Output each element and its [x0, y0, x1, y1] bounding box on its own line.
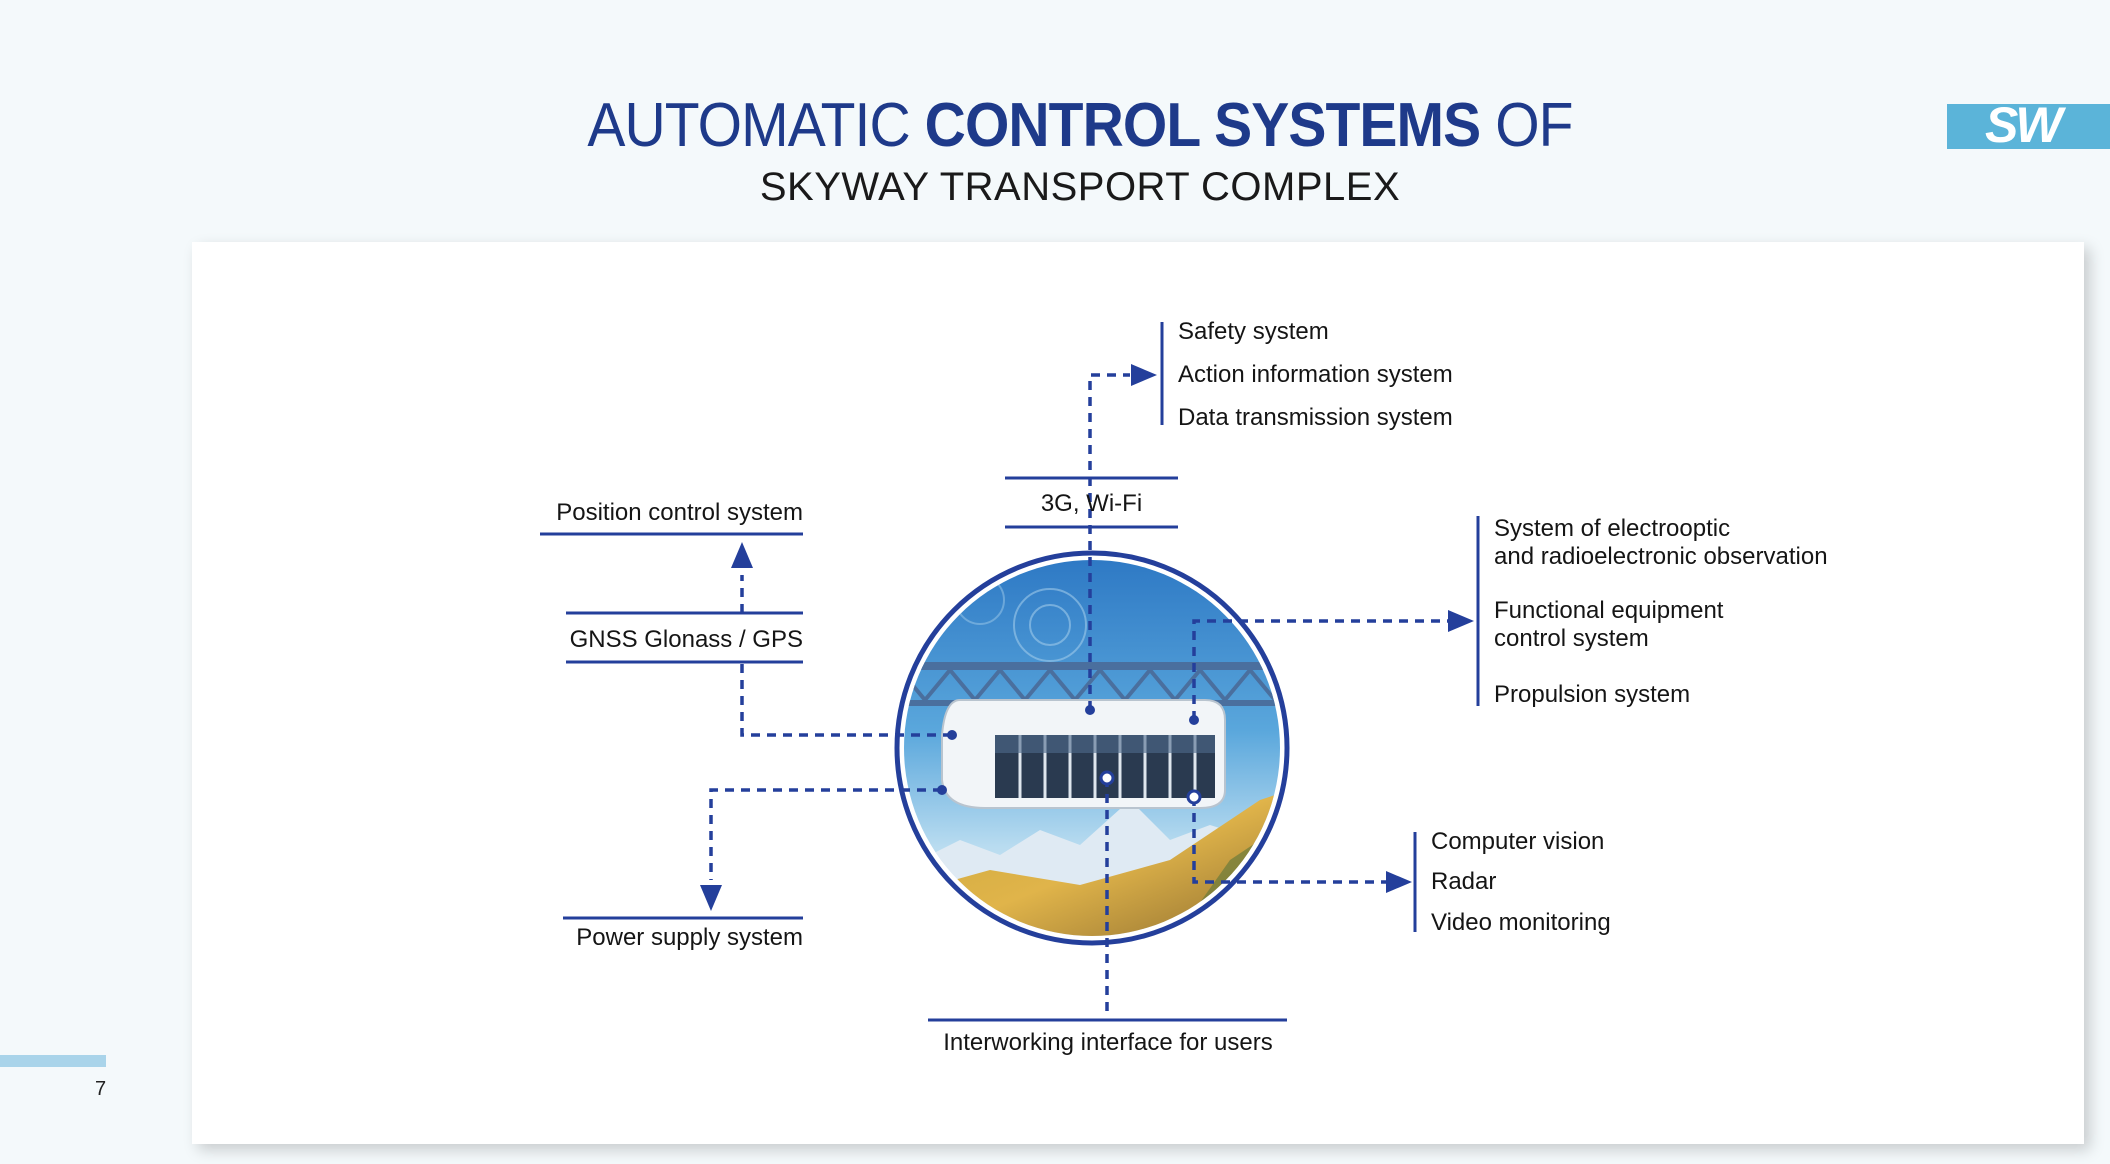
node-sensor: [1186, 789, 1202, 805]
title-bold: CONTROL SYSTEMS: [924, 91, 1482, 160]
node-top: [1085, 705, 1095, 715]
node-interface: [1099, 770, 1115, 786]
arrow-power: [700, 885, 722, 911]
label-interworking-interface: Interworking interface for users: [943, 1029, 1273, 1056]
skyway-logo: SW: [1947, 97, 2110, 153]
title-part-1: AUTOMATIC: [587, 91, 925, 160]
label-gnss: GNSS Glonass / GPS: [569, 626, 803, 653]
label-radar: Radar: [1431, 868, 1497, 895]
label-electrooptic-line-1: System of electrooptic: [1494, 515, 1731, 542]
label-power-supply-system: Power supply system: [576, 924, 803, 951]
arrow-right-group: [1448, 610, 1474, 632]
page-subtitle: SKYWAY TRANSPORT COMPLEX: [759, 165, 1401, 209]
arrow-top-group: [1131, 364, 1157, 386]
vehicle-illustration: [904, 560, 1280, 936]
label-electrooptic-line-2: and radioelectronic observation: [1494, 543, 1828, 570]
label-position-control-system: Position control system: [556, 499, 803, 526]
power-connector: [709, 788, 942, 880]
label-propulsion-system: Propulsion system: [1494, 681, 1691, 708]
sensor-connector: [1192, 797, 1388, 884]
node-right: [1189, 715, 1199, 725]
label-functional-line-1: Functional equipment: [1494, 597, 1724, 624]
label-data-transmission-system: Data transmission system: [1178, 404, 1453, 431]
side-accent-bar: [0, 1055, 106, 1067]
vehicle-ring: [894, 550, 1290, 946]
label-action-information-system: Action information system: [1178, 361, 1453, 388]
label-network: 3G, Wi-Fi: [1040, 490, 1143, 517]
label-functional-line-2: control system: [1494, 625, 1649, 652]
title-part-2: OF: [1480, 91, 1573, 160]
node-power: [937, 785, 947, 795]
arrow-position: [731, 542, 753, 568]
gnss-connector: [740, 662, 952, 737]
label-computer-vision: Computer vision: [1431, 828, 1605, 855]
logo-text: SW: [1985, 97, 2063, 153]
right-connector: [1192, 619, 1450, 720]
label-video-monitoring: Video monitoring: [1431, 909, 1611, 936]
page-title: AUTOMATIC CONTROL SYSTEMS OF: [86, 90, 2073, 161]
arrow-sensors: [1386, 871, 1412, 893]
page-number: 7: [95, 1078, 107, 1100]
label-safety-system: Safety system: [1178, 318, 1329, 345]
node-gnss: [947, 730, 957, 740]
